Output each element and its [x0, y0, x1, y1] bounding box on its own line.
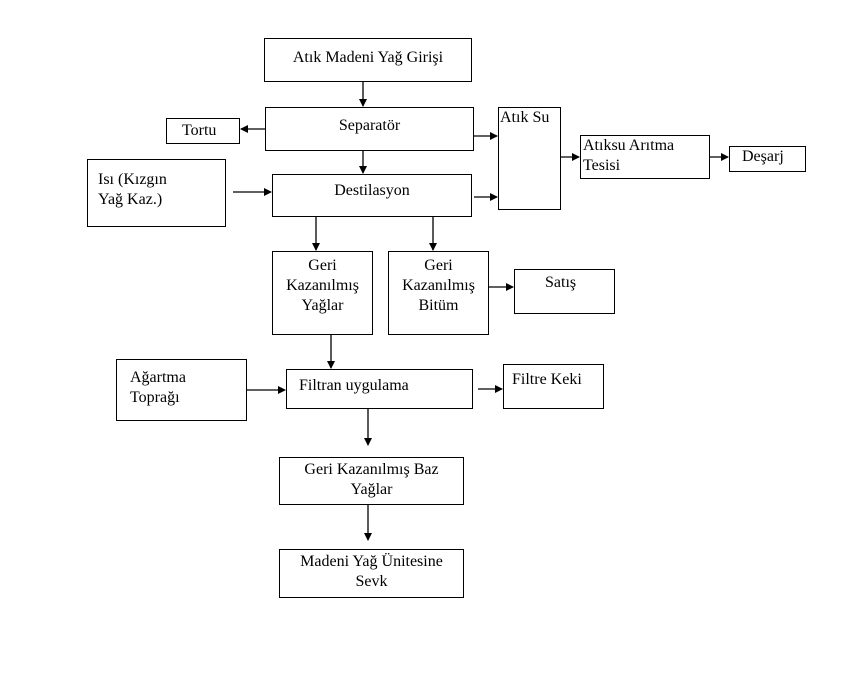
node-recovered-oils-line-1: Geri — [308, 257, 337, 274]
node-tortu: Tortu — [166, 118, 240, 144]
node-base-oils-line-2: Yağlar — [350, 481, 393, 498]
node-bleaching-earth: Ağartma Toprağı — [116, 359, 247, 421]
node-filtration: Filtran uygulama — [286, 369, 473, 409]
node-base-oils-line-1: Geri Kazanılmış Baz — [304, 461, 439, 478]
node-recovered-bitumen-line-1: Geri — [424, 257, 453, 274]
node-distillation: Destilasyon — [272, 174, 472, 217]
node-recovered-oils: Geri Kazanılmış Yağlar — [272, 251, 373, 335]
node-heat-line-1: Isı (Kızgın — [98, 171, 167, 188]
node-filter-cake-line: Filtre Keki — [512, 371, 582, 388]
node-input: Atık Madeni Yağ Girişi — [264, 38, 472, 82]
node-heat-line-2: Yağ Kaz.) — [98, 191, 163, 208]
node-recovered-bitumen-line-3: Bitüm — [418, 297, 459, 314]
node-distillation-line: Destilasyon — [334, 182, 410, 199]
node-filtration-line: Filtran uygulama — [299, 377, 409, 394]
node-sale-line: Satış — [545, 274, 577, 291]
node-recovered-oils-line-2: Kazanılmış — [286, 277, 359, 294]
node-sale: Satış — [514, 269, 615, 314]
node-base-oils: Geri Kazanılmış Baz Yağlar — [279, 457, 464, 505]
node-treatment-line-2: Tesisi — [583, 157, 621, 174]
node-discharge-line: Deşarj — [742, 148, 784, 165]
node-waste-water-line: Atık Su — [500, 109, 550, 126]
node-bleaching-earth-line-1: Ağartma — [130, 369, 186, 386]
node-shipment-line-2: Sevk — [355, 573, 388, 590]
node-tortu-line: Tortu — [182, 122, 217, 139]
node-filter-cake: Filtre Keki — [503, 364, 604, 409]
node-recovered-bitumen: Geri Kazanılmış Bitüm — [388, 251, 489, 335]
node-recovered-bitumen-line-2: Kazanılmış — [402, 277, 475, 294]
node-recovered-oils-line-3: Yağlar — [301, 297, 344, 314]
node-separator: Separatör — [265, 107, 474, 151]
node-input-line: Atık Madeni Yağ Girişi — [292, 49, 444, 66]
node-shipment: Madeni Yağ Ünitesine Sevk — [279, 549, 464, 598]
node-separator-line: Separatör — [338, 117, 401, 134]
node-discharge: Deşarj — [729, 146, 806, 172]
node-shipment-line-1: Madeni Yağ Ünitesine — [300, 553, 443, 570]
node-bleaching-earth-line-2: Toprağı — [130, 389, 180, 406]
node-treatment-line-1: Atıksu Arıtma — [583, 137, 675, 154]
node-heat: Isı (Kızgın Yağ Kaz.) — [87, 159, 226, 227]
node-treatment: Atıksu Arıtma Tesisi — [580, 135, 710, 179]
node-waste-water: Atık Su — [498, 107, 561, 210]
